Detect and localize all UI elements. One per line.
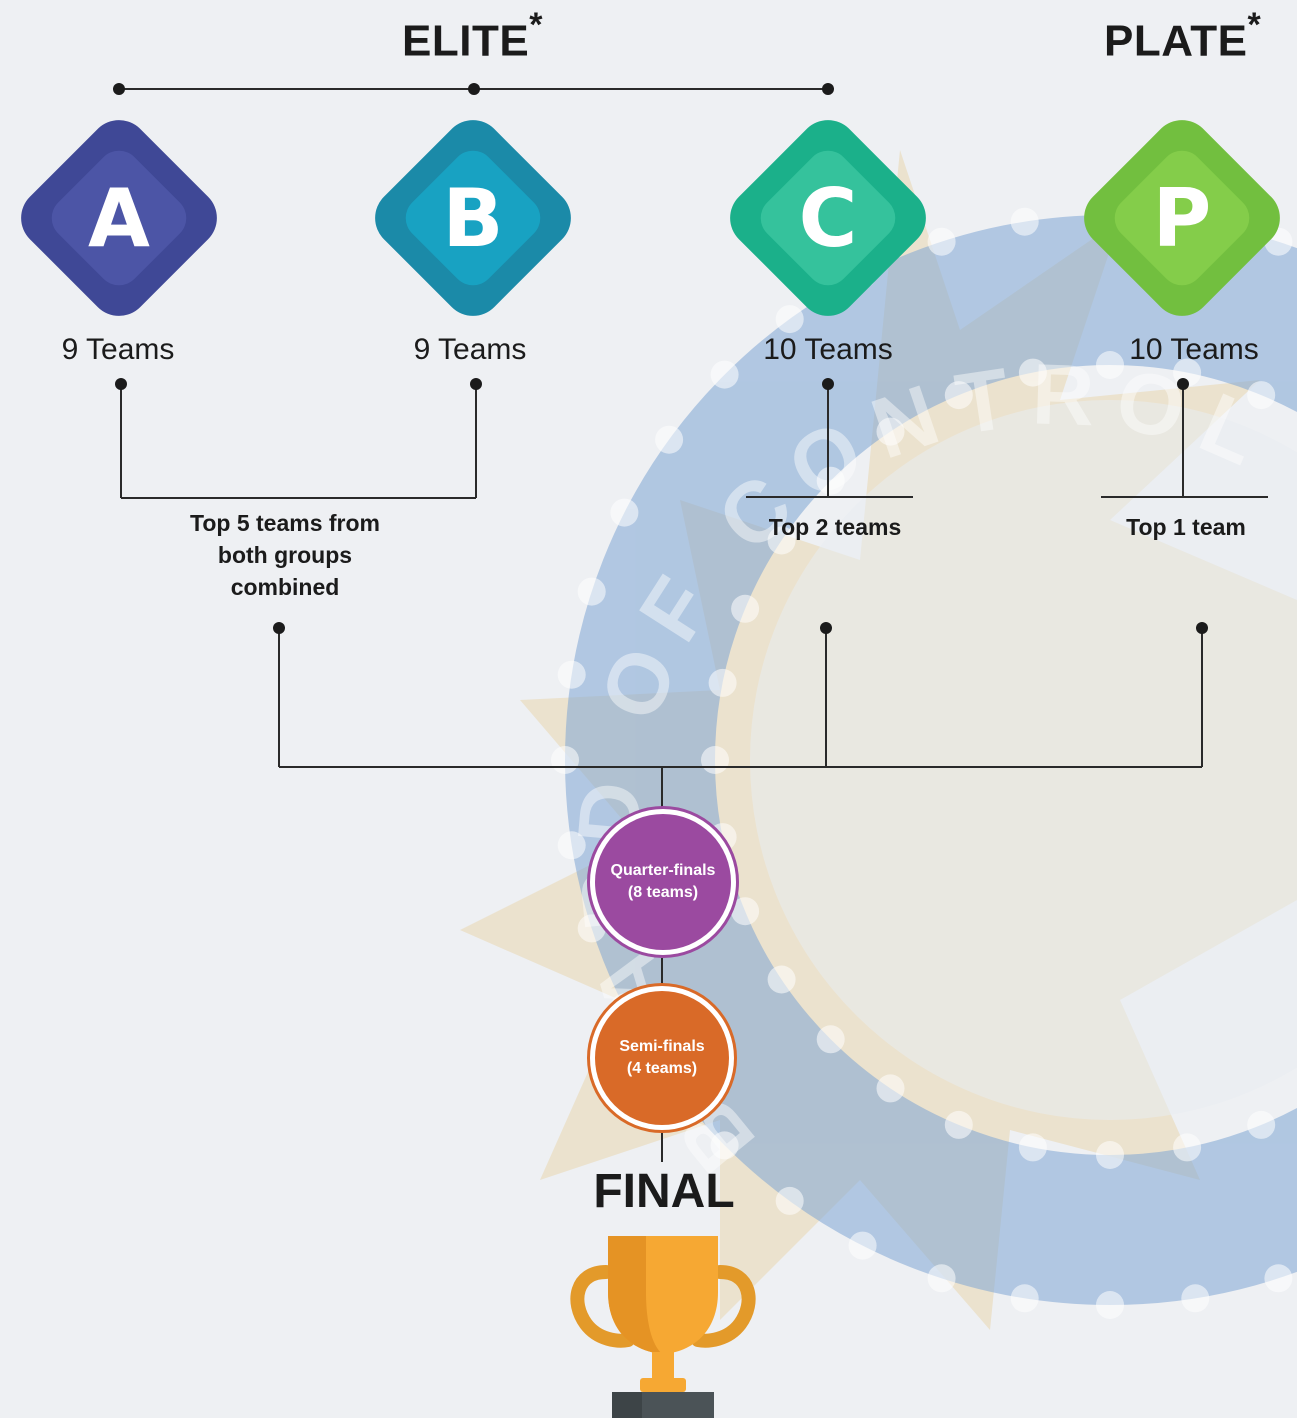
quarter-finals-label: Quarter-finals [610,862,716,879]
semi-finals-label: Semi-finals [619,1038,705,1055]
connector-dot [115,378,127,390]
final-label: FINAL [593,1165,735,1218]
group-p-diamond: P [1071,107,1293,329]
trophy-icon [570,1236,756,1418]
semi-finals-teams: (4 teams) [626,1060,698,1077]
emblem-dot [1096,1291,1124,1319]
connector-dot [822,83,834,95]
emblem-dot [816,466,845,495]
emblem-dot [557,831,586,860]
emblem-dot [557,660,586,689]
emblem-dot [1096,1141,1124,1169]
group-b-diamond: B [362,107,584,329]
connector-dot [1177,378,1189,390]
note-line: combined [230,574,340,600]
connector-dot [113,83,125,95]
quarter-finals-teams: (8 teams) [627,884,699,901]
emblem-dots [551,201,1293,1319]
emblem-dot [610,498,639,527]
group-b-letter: B [442,171,504,265]
emblem-dot [775,305,804,334]
emblem-dot [1018,358,1047,387]
emblem-dot [655,425,684,454]
emblem-dot [927,227,956,256]
group-c-letter: C [798,171,858,265]
emblem-dot [1247,381,1276,410]
emblem-dot [1010,1284,1039,1313]
emblem-dot [876,417,905,446]
group-c-qualification: Top 2 teams [768,514,902,540]
semi-finals-circle: Semi-finals (4 teams) [595,991,729,1125]
emblem-dot [1173,1133,1202,1162]
emblem-dot [848,1231,877,1260]
plate-qualification: Top 1 team [1126,514,1246,540]
emblem-dot [577,577,606,606]
emblem-dot [767,965,796,994]
quarter-finals-circle: Quarter-finals (8 teams) [595,814,731,950]
connector-dot [1196,622,1208,634]
emblem-dot [876,1074,905,1103]
emblem-ring [565,215,1297,1305]
group-c-count: 10 Teams [763,333,893,366]
elite-ab-qualification: Top 5 teams from both groups combined [135,507,435,603]
emblem-dot [775,1186,804,1215]
group-a-diamond: A [8,107,230,329]
group-b-count: 9 Teams [413,333,527,366]
elite-asterisk: * [529,6,543,44]
group-c-diamond: C [717,107,939,329]
connector-dot [820,622,832,634]
emblem-dot [1018,1133,1047,1162]
note-line: Top 5 teams from [190,510,380,536]
elite-label: ELITE [402,16,530,66]
emblem-dot [710,1131,739,1160]
emblem-dot [927,1264,956,1293]
plate-header: PLATE* [1104,6,1261,67]
emblem-dot [816,1025,845,1054]
connector-dot [822,378,834,390]
connector-dot [470,378,482,390]
plate-asterisk: * [1247,6,1262,44]
emblem-dot [731,594,760,623]
elite-header: ELITE* [402,6,543,67]
connector-dot [468,83,480,95]
emblem-dot [708,668,737,697]
emblem-dot [944,1110,973,1139]
group-a-count: 9 Teams [61,333,175,366]
group-p-letter: P [1152,171,1212,265]
connector-dot [273,622,285,634]
note-line: both groups [217,542,353,568]
emblem-dot [1264,1264,1293,1293]
emblem-dot [1247,1110,1276,1139]
emblem-dot [1010,207,1039,236]
quarter-finals-stage: Quarter-finals (8 teams) [587,806,739,958]
emblem-dot [944,381,973,410]
group-p-count: 10 Teams [1129,333,1259,366]
emblem-dot [767,526,796,555]
group-a-letter: A [88,171,150,265]
emblem-dot [710,360,739,389]
plate-label: PLATE [1104,16,1248,66]
semi-finals-stage: Semi-finals (4 teams) [587,983,737,1133]
emblem-dot [1096,351,1124,379]
emblem-dot [1181,1284,1210,1313]
emblem-dot [731,897,760,926]
